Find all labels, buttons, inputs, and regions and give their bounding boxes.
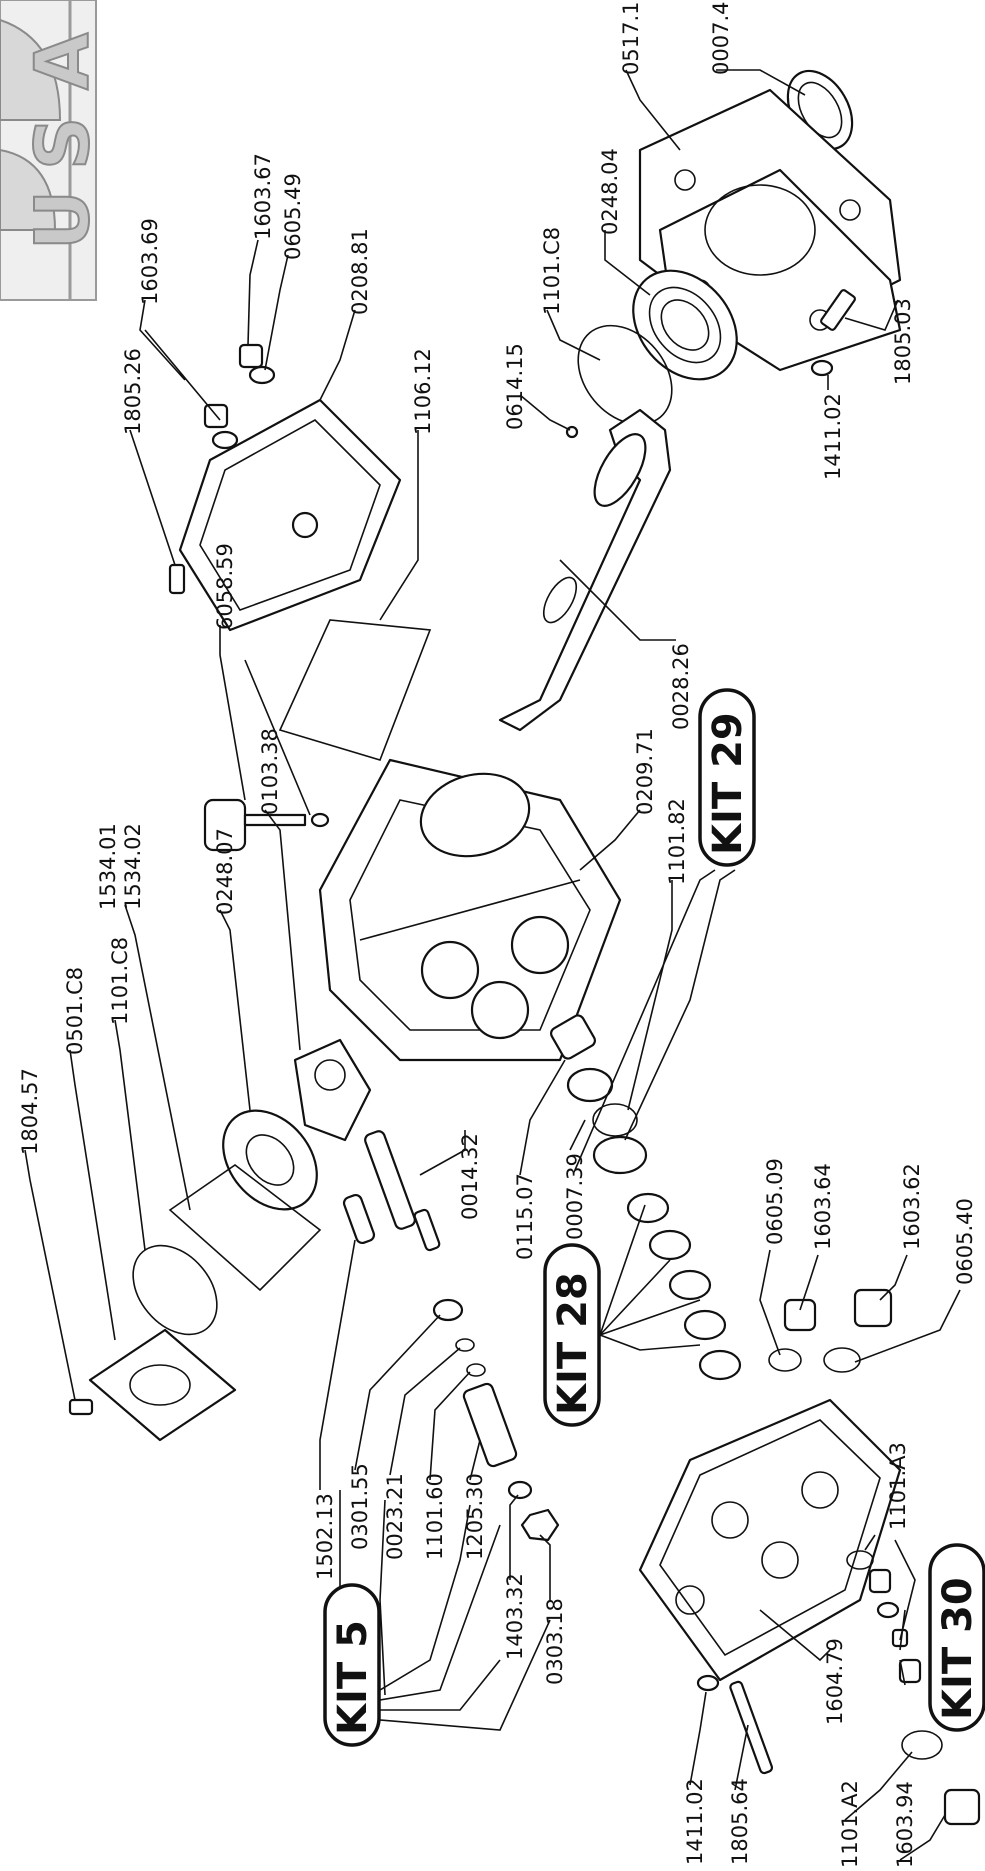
- label-0517-16: 0517.16: [619, 0, 643, 75]
- label-0007-39: 0007.39: [563, 1153, 587, 1240]
- kit-5-badge: KIT 5: [323, 1583, 381, 1747]
- label-0303-18: 0303.18: [543, 1598, 567, 1685]
- label-1534-01: 1534.01: [96, 823, 120, 910]
- logo-letter-s: S: [20, 117, 106, 170]
- label-0115-07: 0115.07: [513, 1173, 537, 1260]
- kit-28-badge: KIT 28: [543, 1243, 601, 1427]
- label-0501-c8: 0501.C8: [63, 967, 87, 1055]
- label-0605-09: 0605.09: [763, 1158, 787, 1245]
- crankshaft-0028-26-drawing: [498, 408, 672, 732]
- label-1604-79: 1604.79: [823, 1638, 847, 1725]
- label-1411-02-bottom: 1411.02: [683, 1778, 707, 1865]
- label-1411-02-top: 1411.02: [821, 393, 845, 480]
- kit-29-badge: KIT 29: [698, 688, 756, 867]
- conrod-0103-38-drawing: [293, 1038, 372, 1142]
- label-1603-62: 1603.62: [900, 1163, 924, 1250]
- dipstick-6058-59-drawing: [203, 798, 330, 852]
- label-0248-07: 0248.07: [213, 828, 237, 915]
- label-1603-69: 1603.69: [138, 218, 162, 305]
- screw-1805-03-drawing: [810, 289, 856, 377]
- label-0023-21: 0023.21: [383, 1473, 407, 1560]
- logo-letter-a: A: [20, 33, 106, 90]
- cover-0208-81-drawing: [178, 398, 402, 632]
- oring-1101-c8-top-drawing: [577, 324, 673, 426]
- label-6058-59: 6058.59: [213, 543, 237, 630]
- label-1805-26: 1805.26: [121, 348, 145, 435]
- kit-29-label: KIT 29: [705, 712, 751, 855]
- label-0248-04: 0248.04: [598, 148, 622, 235]
- label-0028-26: 0028.26: [669, 643, 693, 730]
- kit-callouts: KIT 29 KIT 28 KIT 5 KIT 30: [323, 688, 985, 1747]
- sleeve-0115-07-drawing: [550, 1014, 596, 1060]
- gasket-1106-12-drawing: [278, 619, 432, 761]
- label-1101-c8-bottom: 1101.C8: [108, 937, 132, 1025]
- label-0614-15: 0614.15: [503, 343, 527, 430]
- oring-1101-a2-drawing: [901, 1730, 943, 1760]
- plunger-rings-drawing: [432, 1298, 486, 1377]
- label-1101-c8-top: 1101.C8: [540, 227, 564, 315]
- bearing-0248-04-drawing: [632, 269, 738, 381]
- logo-letter-u: U: [20, 190, 106, 250]
- kit-5-label: KIT 5: [330, 1620, 376, 1735]
- cover-0501-c8-drawing: [88, 1328, 237, 1442]
- brand-logo: U S A: [0, 0, 107, 301]
- oring-1101-c8-bottom-drawing: [132, 1244, 218, 1336]
- kit-28-label: KIT 28: [550, 1272, 596, 1415]
- label-1603-64: 1603.64: [811, 1163, 835, 1250]
- label-0605-40: 0605.40: [953, 1198, 977, 1285]
- label-1805-03: 1805.03: [891, 298, 915, 385]
- label-1101-60: 1101.60: [423, 1473, 447, 1560]
- plunger-0014-32-drawing: [364, 1130, 441, 1252]
- kit-28-seals-drawing: [592, 1135, 742, 1381]
- label-0209-71: 0209.71: [633, 728, 657, 815]
- pump-head-drawing: [638, 1398, 902, 1682]
- label-1403-32: 1403.32: [503, 1573, 527, 1660]
- part-drawings: [68, 69, 981, 1826]
- bearing-0248-07-drawing: [222, 1109, 318, 1211]
- label-0007-41: 0007.41: [709, 0, 733, 75]
- bolt-1805-64-drawing: [729, 1680, 774, 1775]
- crankcase-0209-71-drawing: [318, 758, 622, 1062]
- label-0208-81: 0208.81: [348, 228, 372, 315]
- label-0605-49: 0605.49: [281, 173, 305, 260]
- pin-1502-13-drawing: [342, 1193, 376, 1245]
- plugs-right-drawing: [768, 1288, 893, 1373]
- plunger-sleeve-drawing: [462, 1382, 560, 1542]
- label-1534-02: 1534.02: [121, 823, 145, 910]
- label-1101-a3: 1101.A3: [886, 1442, 910, 1530]
- label-0014-32: 0014.32: [458, 1133, 482, 1220]
- kit-30-label: KIT 30: [935, 1577, 981, 1720]
- washer-1411-02-bottom-drawing: [696, 1674, 720, 1692]
- part-labels: 0517.16 0007.41 0248.04 1101.C8 1805.03 …: [18, 0, 977, 1868]
- label-1805-64: 1805.64: [728, 1778, 752, 1865]
- seal-0007-39-drawing: [566, 1067, 614, 1103]
- label-1502-13: 1502.13: [313, 1493, 337, 1580]
- plug-1603-94-drawing: [943, 1788, 981, 1826]
- label-1603-67: 1603.67: [251, 153, 275, 240]
- oring-1101-82-drawing: [592, 1103, 638, 1137]
- label-1804-57: 1804.57: [18, 1068, 42, 1155]
- label-0103-38: 0103.38: [258, 728, 282, 815]
- kit-30-badge: KIT 30: [928, 1543, 985, 1732]
- plugs-top-drawing: [168, 343, 276, 595]
- bolt-1804-57-drawing: [68, 1398, 94, 1416]
- label-1101-82: 1101.82: [665, 798, 689, 885]
- label-1106-12: 1106.12: [411, 348, 435, 435]
- label-1603-94: 1603.94: [893, 1781, 917, 1868]
- label-1101-a2: 1101.A2: [838, 1780, 862, 1868]
- label-1205-30: 1205.30: [463, 1473, 487, 1560]
- label-0301-55: 0301.55: [348, 1463, 372, 1550]
- kit-30-valve-drawing: [846, 1550, 922, 1684]
- gasket-1534-drawing: [168, 1164, 322, 1292]
